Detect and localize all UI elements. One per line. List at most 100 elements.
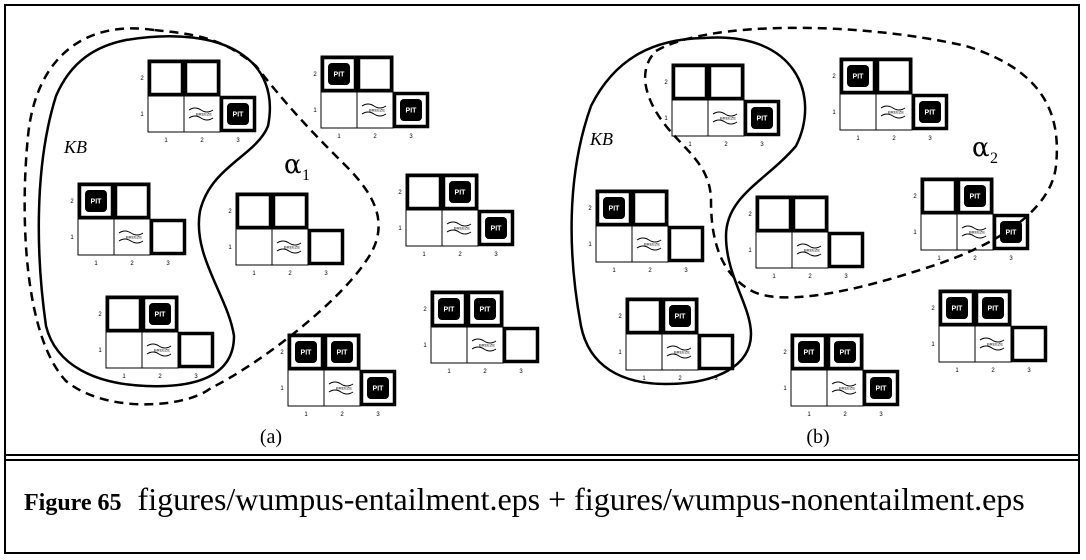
grid-cell	[405, 173, 443, 211]
grid-cell	[671, 63, 709, 101]
unknown-cell-3-1	[827, 231, 865, 269]
unknown-cell-3-1	[697, 333, 735, 371]
grid-cell	[287, 369, 325, 407]
pit-label: PIT	[337, 350, 349, 357]
unknown-cell-2-2	[826, 333, 864, 371]
unknown-cell-3-1	[219, 95, 257, 133]
unknown-cell-1-2	[595, 189, 633, 227]
col-label: 1	[955, 368, 959, 374]
breeze-wave-icon	[961, 233, 987, 239]
pit-label: PIT	[876, 386, 888, 393]
row-label: 1	[748, 248, 752, 254]
grid-cell	[875, 57, 913, 95]
unknown-cell-3-1	[862, 369, 900, 407]
pit-label: PIT	[840, 350, 852, 357]
unknown-cell-2-2	[356, 55, 394, 93]
grid-cell	[320, 91, 358, 129]
grid-cell	[271, 192, 309, 230]
breeze-label: BREEZE	[369, 108, 385, 113]
grid-cell	[920, 213, 958, 251]
breeze-wave-icon	[118, 238, 144, 244]
figure-frame	[4, 4, 1080, 554]
breeze-label: BREEZE	[126, 235, 142, 240]
grid-cell	[671, 99, 709, 137]
unknown-cell-1-2	[839, 57, 877, 95]
unknown-cell-2-2	[271, 192, 309, 230]
pit-marker	[798, 341, 820, 363]
unknown-cell-3-1	[307, 228, 345, 266]
unknown-cell-2-2	[791, 195, 829, 233]
row-label: 2	[783, 350, 787, 356]
unknown-cell-2-2	[875, 57, 913, 95]
pit-marker	[834, 341, 856, 363]
breeze-wave-icon	[666, 353, 692, 359]
row-label: 1	[618, 350, 622, 356]
pit-marker	[474, 298, 496, 320]
breeze-wave-icon	[361, 111, 387, 117]
pit-marker	[847, 65, 869, 87]
breeze-wave-icon	[979, 345, 1005, 351]
row-label: 2	[931, 306, 935, 312]
col-label: 3	[519, 369, 523, 375]
unknown-cell-2-2	[183, 59, 221, 97]
breeze-label: BREEZE	[674, 350, 690, 355]
pit-marker	[870, 377, 892, 399]
pit-label: PIT	[373, 386, 385, 393]
col-label: 3	[409, 134, 413, 140]
grid-cell	[405, 209, 443, 247]
row-label: 1	[423, 343, 427, 349]
breeze-wave-icon	[276, 248, 302, 254]
col-label: 2	[200, 138, 204, 144]
unknown-cell-1-2	[430, 290, 468, 328]
row-label: 2	[913, 194, 917, 200]
unknown-cell-1-2	[147, 59, 185, 97]
pit-label: PIT	[757, 116, 769, 123]
pit-marker	[964, 185, 986, 207]
breeze-wave-icon	[880, 105, 906, 111]
grid-cell	[755, 195, 793, 233]
row-label: 2	[140, 76, 144, 82]
kb-label-a: KB	[63, 137, 87, 157]
col-label: 1	[447, 369, 451, 375]
unknown-cell-1-2	[320, 55, 358, 93]
pit-marker	[982, 297, 1004, 319]
breeze-label: BREEZE	[720, 116, 736, 121]
breeze-wave-icon	[796, 251, 822, 257]
pit-label: PIT	[609, 206, 621, 213]
grid-cell	[625, 333, 663, 371]
unknown-cell-3-1	[359, 369, 397, 407]
panel-label-b: (b)	[806, 426, 829, 448]
kb-region-outline-b	[570, 36, 807, 386]
col-label: 3	[1009, 256, 1013, 262]
unknown-cell-3-1	[743, 99, 781, 137]
col-label: 1	[94, 261, 98, 267]
caption-separator	[5, 454, 1079, 456]
col-label: 2	[288, 271, 292, 277]
grid-cell	[920, 177, 958, 215]
unknown-cell-2-2	[661, 297, 699, 335]
grid-cell	[105, 295, 143, 333]
row-label: 2	[398, 190, 402, 196]
col-label: 3	[194, 374, 198, 380]
col-label: 2	[991, 368, 995, 374]
unknown-cell-2-2	[466, 290, 504, 328]
pit-marker	[669, 305, 691, 327]
grid-cell	[147, 95, 185, 133]
pit-label: PIT	[91, 199, 103, 206]
col-label: 1	[642, 376, 646, 382]
col-label: 2	[458, 252, 462, 258]
unknown-cell-3-1	[502, 326, 540, 364]
col-label: 3	[879, 412, 883, 418]
grid-cell	[790, 369, 828, 407]
grid-cell	[595, 225, 633, 263]
row-label: 2	[280, 350, 284, 356]
col-label: 1	[252, 271, 256, 277]
breeze-wave-icon	[831, 389, 857, 395]
col-label: 2	[678, 376, 682, 382]
